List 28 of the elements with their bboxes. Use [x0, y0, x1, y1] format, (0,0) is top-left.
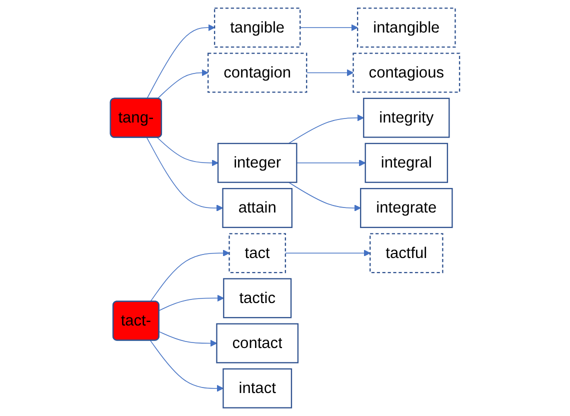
node-box: integrity: [363, 98, 450, 138]
arrow: [156, 69, 208, 100]
arrow: [150, 340, 224, 392]
arrow: [288, 182, 361, 212]
node-box: integer: [217, 142, 298, 183]
node-box: contact: [216, 323, 299, 364]
node-box: contagious: [352, 52, 460, 93]
arrow: [158, 294, 224, 311]
arrow: [156, 137, 218, 166]
arrow: [158, 331, 218, 347]
arrow: [306, 69, 354, 76]
arrow: [288, 114, 364, 144]
node-box: contagion: [208, 52, 308, 93]
node-box: tact: [228, 233, 286, 274]
node-box: intangible: [357, 8, 456, 48]
arrow: [146, 24, 215, 100]
arrow: [285, 250, 370, 256]
node-box: integrate: [360, 188, 453, 228]
node-box: intact: [222, 368, 292, 408]
arrow: [146, 137, 224, 212]
arrow: [300, 24, 358, 32]
node-box: integral: [364, 142, 448, 183]
node-box: tangible: [214, 8, 301, 48]
node-box: attain: [222, 188, 292, 228]
node-box: tactful: [370, 233, 444, 274]
node-box: tactic: [223, 278, 292, 318]
arrow: [296, 160, 366, 166]
arrow: [150, 250, 230, 302]
